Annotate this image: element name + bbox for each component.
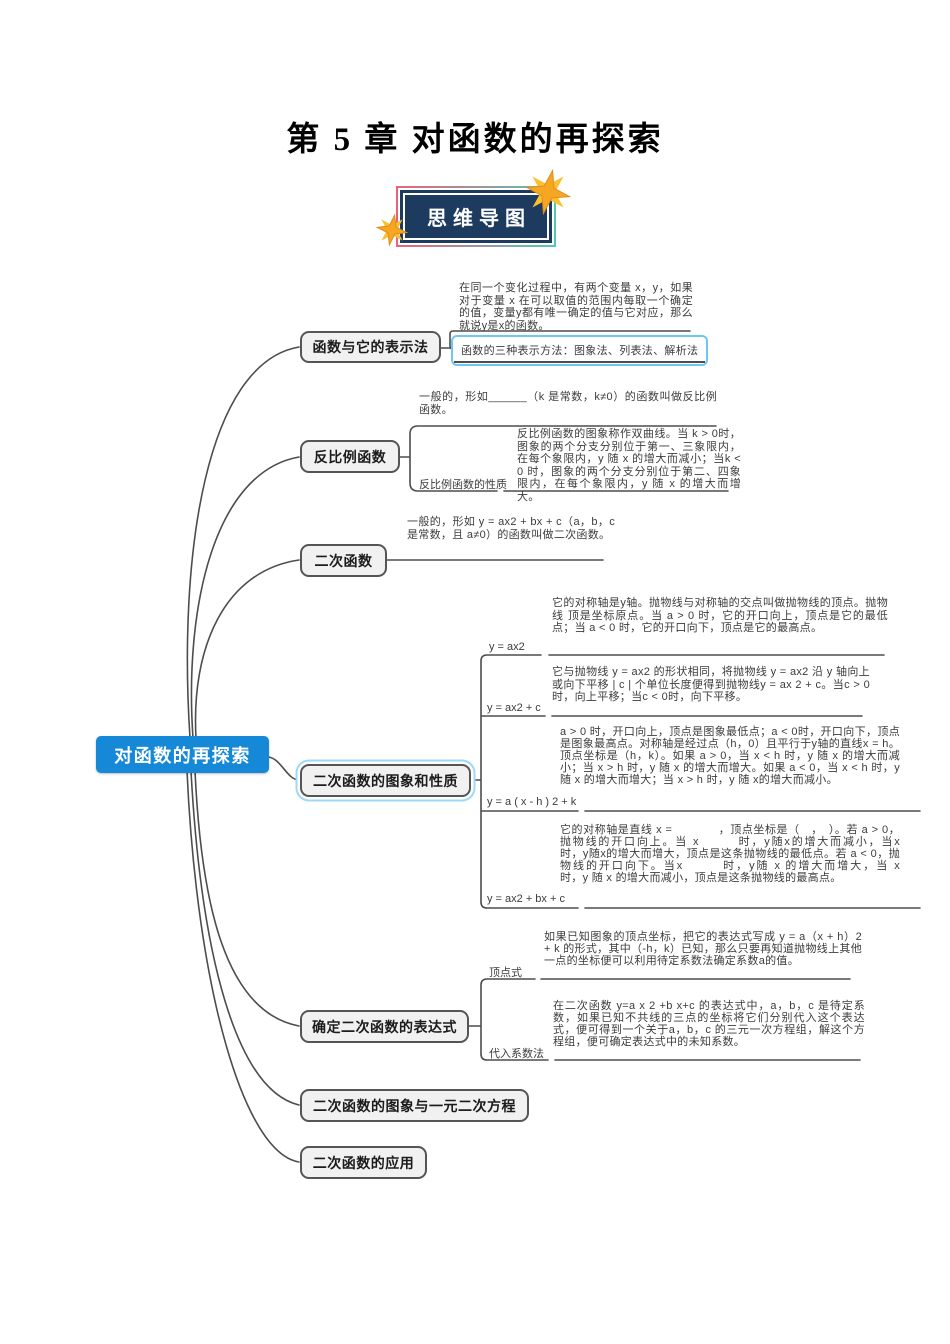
note-function-definition[interactable]: 在同一个变化过程中，有两个变量 x，y，如果对于变量 x 在可以取值的范围内每取…: [459, 282, 693, 332]
note-quadratic-definition[interactable]: 一般的，形如 y = ax2 + bx + c（a，b，c 是常数，且 a≠0）…: [407, 516, 619, 541]
branch-label: 函数与它的表示法: [312, 339, 429, 355]
branch-label: 二次函数: [314, 552, 373, 569]
note-substitution-method[interactable]: 在二次函数 y=a x 2 +b x+c 的表达式中，a，b，c 是待定系数，如…: [553, 1000, 865, 1048]
branch-quadratic-application[interactable]: 二次函数的应用: [300, 1146, 427, 1179]
label-vertex-form-method[interactable]: 顶点式: [489, 967, 522, 979]
branch-graph-and-quadratic-equation[interactable]: 二次函数的图象与一元二次方程: [300, 1089, 529, 1122]
note-y-ax2-plus-c[interactable]: 它与抛物线 y = ax2 的形状相同，将抛物线 y = ax2 沿 y 轴向上…: [552, 666, 870, 703]
label-vertex-form-parabola[interactable]: y = a ( x - h ) 2 + k: [487, 796, 577, 808]
branch-label: 反比例函数: [313, 448, 387, 465]
note-vertex-form-method[interactable]: 如果已知图象的顶点坐标，把它的表达式写成 y = a（x + h）2 + k 的…: [544, 931, 866, 967]
star-icon-bottom-left: [375, 213, 409, 247]
three-representations-label: 函数的三种表示方法：图象法、列表法、解析法: [454, 338, 706, 363]
branch-quadratic-function[interactable]: 二次函数: [300, 544, 387, 577]
star-icon-top-right: [524, 168, 572, 216]
note-three-representations-box[interactable]: 函数的三种表示方法：图象法、列表法、解析法: [451, 335, 709, 366]
page-title: 第 5 章 对函数的再探索: [286, 122, 664, 158]
note-inverse-definition[interactable]: 一般的，形如______（k 是常数，k≠0）的函数叫做反比例函数。: [419, 391, 717, 416]
branch-inverse-proportion[interactable]: 反比例函数: [300, 440, 400, 473]
note-y-ax2[interactable]: 它的对称轴是y轴。抛物线与对称轴的交点叫做抛物线的顶点。抛物线 顶是坐标原点。当…: [552, 597, 888, 634]
note-inverse-properties[interactable]: 反比例函数的图象称作双曲线。当 k > 0时，图象的两个分支分别位于第一、三象限…: [517, 428, 745, 503]
label-inverse-properties[interactable]: 反比例函数的性质: [419, 479, 507, 491]
root-node[interactable]: 对函数的再探索: [96, 736, 269, 773]
badge-label: 思维导图: [405, 195, 547, 238]
branch-label: 二次函数的图象与一元二次方程: [313, 1097, 516, 1114]
branch-label: 二次函数的图象和性质: [313, 772, 458, 789]
note-vertex-form-parabola[interactable]: a > 0 时，开口向上，顶点是图象最低点；a < 0时，开口向下，顶点是图象最…: [560, 726, 904, 786]
label-y-ax2[interactable]: y = ax2: [489, 641, 525, 653]
branch-determine-expression[interactable]: 确定二次函数的表达式: [300, 1010, 469, 1043]
branch-function-representation[interactable]: 函数与它的表示法: [300, 331, 441, 363]
branch-quadratic-graph-properties[interactable]: 二次函数的图象和性质: [300, 764, 471, 797]
branch-label: 确定二次函数的表达式: [312, 1018, 457, 1035]
label-general-form-parabola[interactable]: y = ax2 + bx + c: [487, 893, 565, 905]
branch-label: 二次函数的应用: [312, 1154, 415, 1171]
label-y-ax2-plus-c[interactable]: y = ax2 + c: [487, 702, 541, 714]
root-node-label: 对函数的再探索: [114, 745, 251, 766]
note-general-form-parabola[interactable]: 它的对称轴是直线 x = ，顶点坐标是（ ， ）。若 a > 0，抛物线的开口向…: [560, 824, 934, 884]
mindmap-badge: 思维导图: [396, 186, 556, 247]
badge-frame: 思维导图: [400, 190, 552, 243]
label-substitution-method[interactable]: 代入系数法: [489, 1048, 544, 1060]
